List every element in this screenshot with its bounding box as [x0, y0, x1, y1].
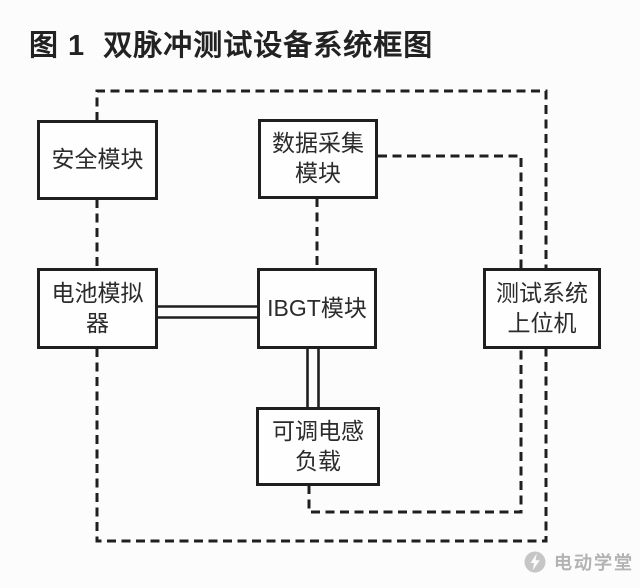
- connector-load-host-dashed: [307, 348, 523, 514]
- watermark: 电动学堂: [523, 549, 634, 575]
- node-battery-simulator: 电池模拟 器: [37, 268, 158, 349]
- node-igbt-module: IBGT模块: [257, 268, 377, 349]
- node-adjustable-inductive-load: 可调电感 负载: [256, 407, 380, 486]
- node-data-acquisition-module: 数据采集 模块: [258, 119, 378, 199]
- connector-daq-host-dashed: [378, 154, 523, 269]
- figure-title: 图 1 双脉冲测试设备系统框图: [29, 30, 434, 62]
- node-safety-module: 安全模块: [37, 120, 158, 200]
- lightning-circle-icon: [524, 551, 546, 573]
- node-test-system-host: 测试系统 上位机: [483, 268, 601, 349]
- connector-outer-top-dashed: [95, 89, 548, 269]
- watermark-text: 电动学堂: [554, 553, 634, 573]
